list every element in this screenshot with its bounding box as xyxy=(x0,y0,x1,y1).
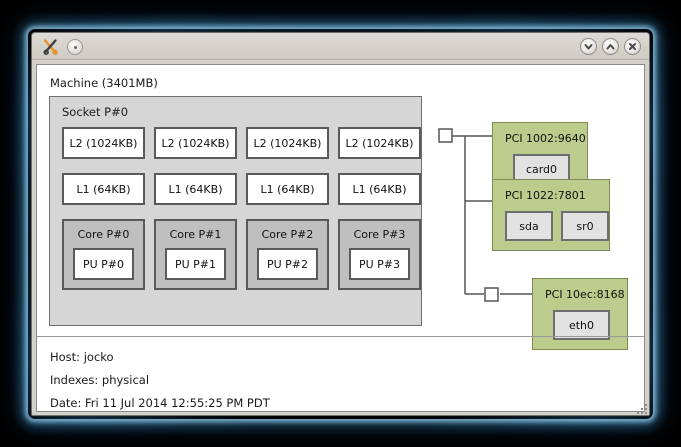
core-1-label: Core P#1 xyxy=(169,228,222,241)
minimize-button[interactable] xyxy=(580,38,597,55)
os-device-eth0[interactable]: eth0 xyxy=(553,310,610,340)
core-1[interactable]: Core P#1 PU P#1 xyxy=(154,219,237,290)
chevron-up-icon xyxy=(606,44,615,50)
pci-device-0-label: PCI 1002:9640 xyxy=(505,132,586,145)
l2-cache-2[interactable]: L2 (1024KB) xyxy=(246,127,329,159)
os-device-sr0[interactable]: sr0 xyxy=(561,211,609,241)
l1-cache-3[interactable]: L1 (64KB) xyxy=(338,173,421,205)
os-device-sda[interactable]: sda xyxy=(505,211,553,241)
pu-1[interactable]: PU P#1 xyxy=(165,248,226,280)
bus-root-node xyxy=(438,128,453,143)
chevron-down-icon xyxy=(584,44,593,50)
core-3-label: Core P#3 xyxy=(353,228,406,241)
pci-device-1-label: PCI 1022:7801 xyxy=(505,189,586,202)
l2-cache-0[interactable]: L2 (1024KB) xyxy=(62,127,145,159)
l1-cache-2[interactable]: L1 (64KB) xyxy=(246,173,329,205)
lstopo-window: Machine (3401MB) Socket P#0 L2 (1024KB) … xyxy=(31,32,650,416)
machine-label: Machine (3401MB) xyxy=(50,76,158,90)
core-0[interactable]: Core P#0 PU P#0 xyxy=(62,219,145,290)
footer-divider xyxy=(37,336,644,337)
core-2[interactable]: Core P#2 PU P#2 xyxy=(246,219,329,290)
window-titlebar[interactable] xyxy=(32,33,649,60)
close-x-icon xyxy=(629,43,636,50)
socket-label: Socket P#0 xyxy=(62,105,129,119)
topology-canvas[interactable]: Machine (3401MB) Socket P#0 L2 (1024KB) … xyxy=(36,64,645,412)
date-info: Date: Fri 11 Jul 2014 12:55:25 PM PDT xyxy=(50,396,270,410)
pci-device-2[interactable]: PCI 10ec:8168 eth0 xyxy=(532,278,628,350)
pci-device-2-label: PCI 10ec:8168 xyxy=(545,288,625,301)
pu-0[interactable]: PU P#0 xyxy=(73,248,134,280)
window-controls xyxy=(580,38,641,55)
circle-dot-icon[interactable] xyxy=(67,39,83,55)
socket-panel[interactable]: Socket P#0 L2 (1024KB) L2 (1024KB) L2 (1… xyxy=(49,96,422,326)
pu-3[interactable]: PU P#3 xyxy=(349,248,410,280)
close-button[interactable] xyxy=(624,38,641,55)
host-info: Host: jocko xyxy=(50,350,114,364)
l2-cache-3[interactable]: L2 (1024KB) xyxy=(338,127,421,159)
l1-cache-1[interactable]: L1 (64KB) xyxy=(154,173,237,205)
core-3[interactable]: Core P#3 PU P#3 xyxy=(338,219,421,290)
indexes-info: Indexes: physical xyxy=(50,373,150,387)
resize-grip[interactable] xyxy=(636,403,647,414)
scissors-x-icon xyxy=(42,38,60,56)
window-client-area: Machine (3401MB) Socket P#0 L2 (1024KB) … xyxy=(32,60,649,415)
core-0-label: Core P#0 xyxy=(77,228,130,241)
l1-cache-0[interactable]: L1 (64KB) xyxy=(62,173,145,205)
core-2-label: Core P#2 xyxy=(261,228,314,241)
maximize-button[interactable] xyxy=(602,38,619,55)
pci-device-1[interactable]: PCI 1022:7801 sda sr0 xyxy=(492,179,610,251)
l2-cache-1[interactable]: L2 (1024KB) xyxy=(154,127,237,159)
pu-2[interactable]: PU P#2 xyxy=(257,248,318,280)
bus-network-node xyxy=(484,287,499,302)
